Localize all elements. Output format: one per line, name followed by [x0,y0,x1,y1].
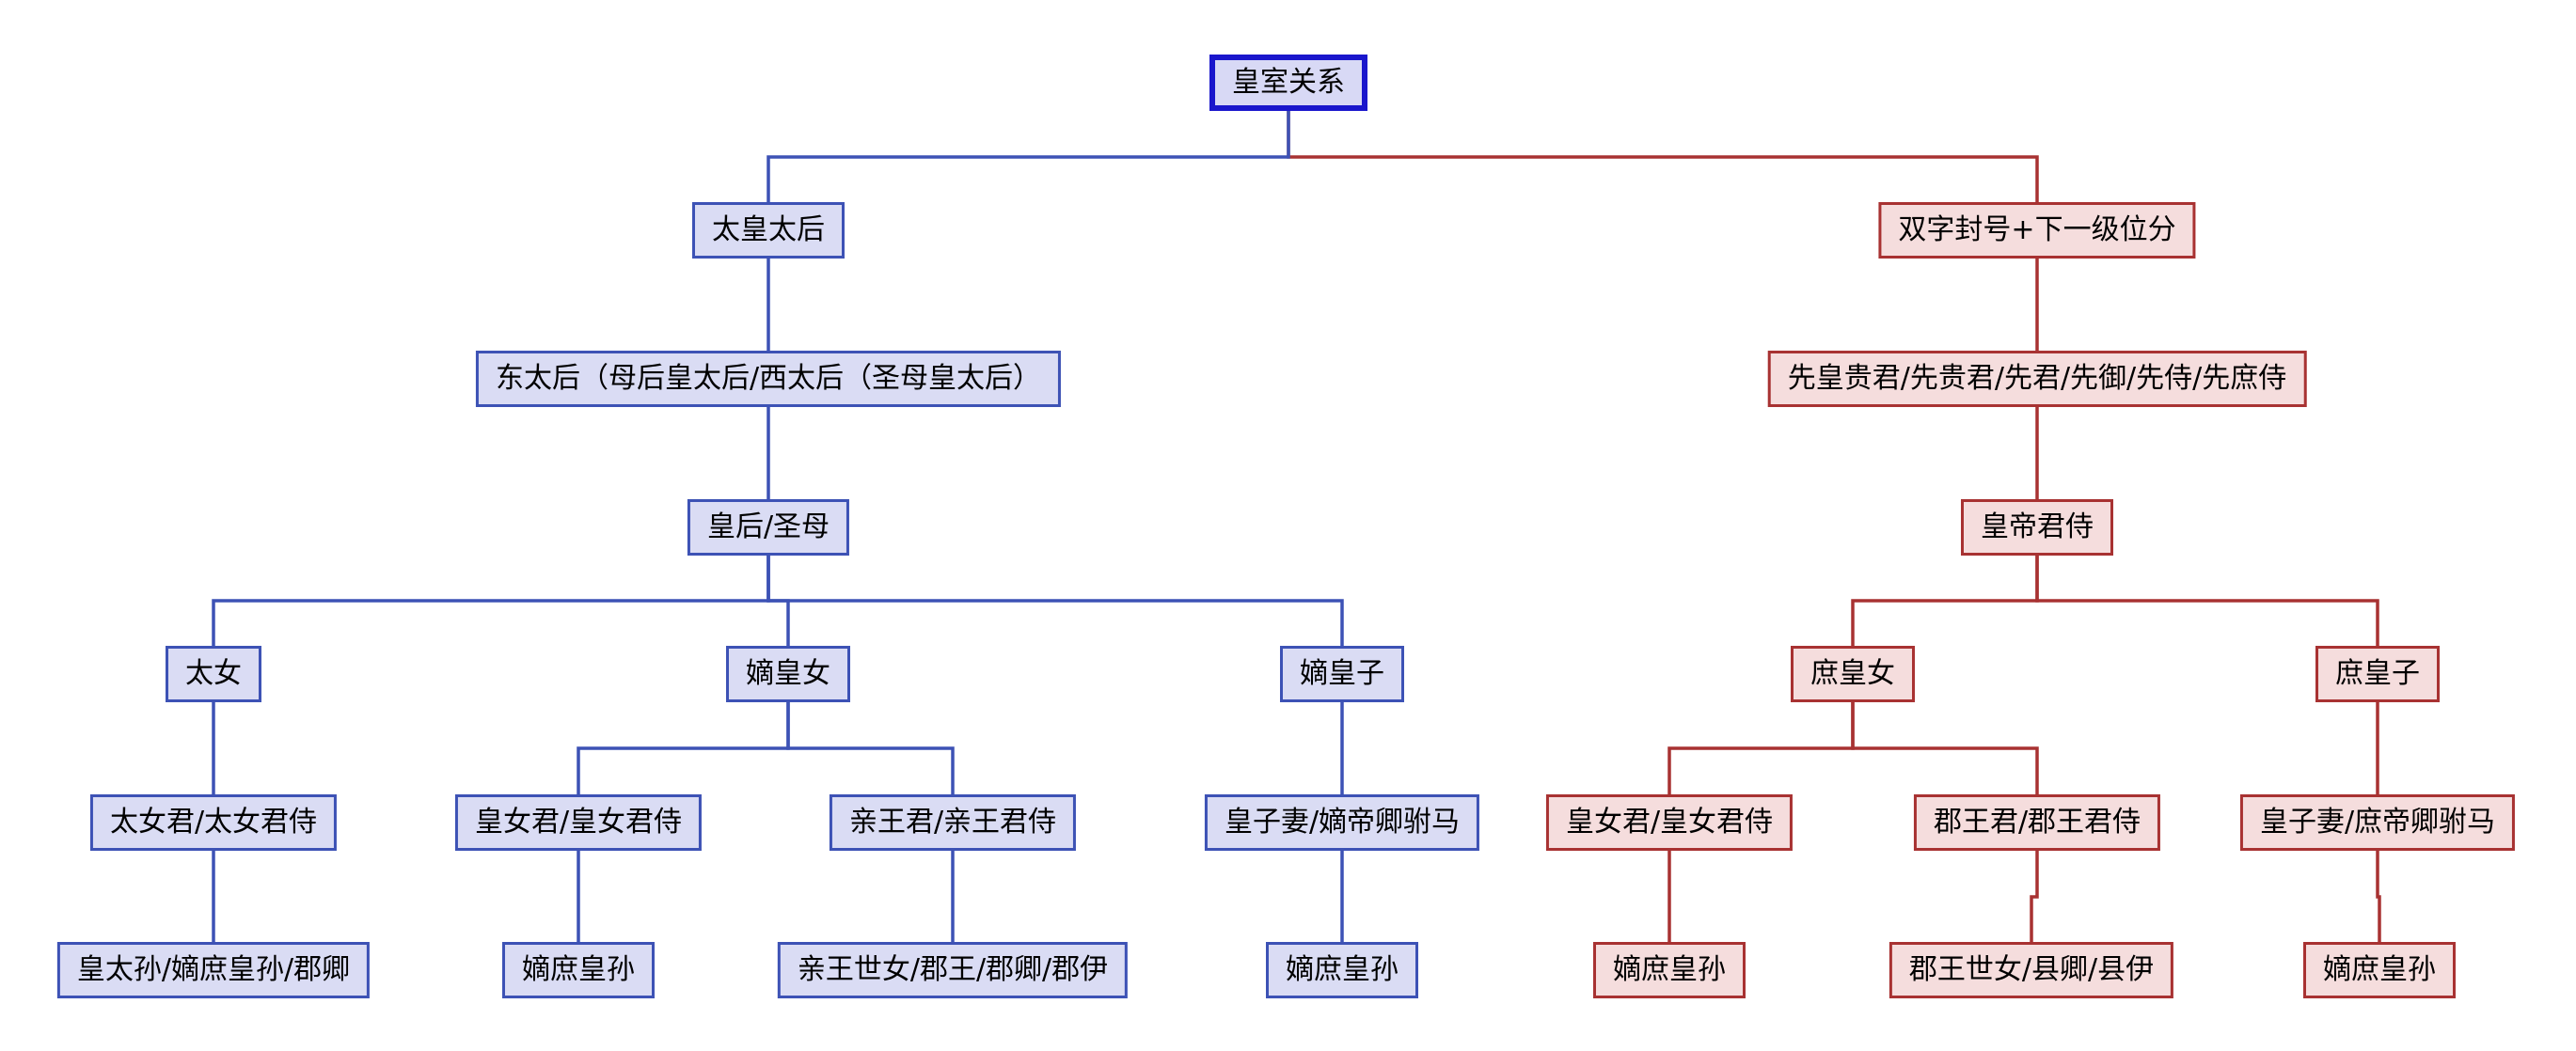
edge-huang-hou-sheng-mu--di-huang-zi [766,556,1344,646]
edge-di-huang-nv--qin-wang-jun [786,702,955,794]
tree-node-di-shu-huang-sun-1: 嫡庶皇孙 [502,942,655,998]
tree-node-qin-wang-jun: 亲王君/亲王君侍 [829,794,1077,851]
tree-node-di-huang-zi: 嫡皇子 [1280,646,1404,702]
edge-shu-huang-nv--jun-wang-jun [1851,702,2039,794]
edge-huang-di-jun-shi--shu-huang-nv [1851,556,2039,646]
tree-node-tai-nv: 太女 [166,646,261,702]
edge-di-huang-nv--huang-nv-jun-left [577,702,790,794]
tree-node-huang-zi-qi-right: 皇子妻/庶帝卿驸马 [2239,794,2516,851]
tree-node-di-shu-huang-sun-3: 嫡庶皇孙 [1593,942,1746,998]
tree-node-dong-tai-hou: 东太后（母后皇太后/西太后（圣母皇太后） [475,351,1062,407]
edge-huang-hou-sheng-mu--tai-nv [212,556,770,646]
tree-node-xian-huang-gui-jun: 先皇贵君/先贵君/先君/先御/先侍/先庶侍 [1767,351,2307,407]
tree-node-shu-huang-zi: 庶皇子 [2315,646,2440,702]
tree-node-di-shu-huang-sun-4: 嫡庶皇孙 [2303,942,2456,998]
tree-node-huang-nv-jun-right: 皇女君/皇女君侍 [1545,794,1794,851]
edge-huang-zi-qi-right--di-shu-huang-sun-4 [2376,851,2381,942]
tree-node-huang-nv-jun-left: 皇女君/皇女君侍 [454,794,703,851]
tree-node-huang-zi-qi-left: 皇子妻/嫡帝卿驸马 [1204,794,1480,851]
tree-node-qin-wang-shi-nv: 亲王世女/郡王/郡卿/郡伊 [777,942,1129,998]
edge-huangshi-guanxi--shuang-zi-feng-hao [1287,111,2039,202]
edge-huang-di-jun-shi--shu-huang-zi [2035,556,2379,646]
tree-node-shu-huang-nv: 庶皇女 [1791,646,1915,702]
tree-node-di-huang-nv: 嫡皇女 [726,646,850,702]
tree-node-jun-wang-shi-nv: 郡王世女/县卿/县伊 [1889,942,2174,998]
tree-node-huang-di-jun-shi: 皇帝君侍 [1961,499,2113,556]
edge-huangshi-guanxi--tai-huang-tai-hou [766,111,1290,202]
tree-node-tai-nv-jun: 太女君/太女君侍 [89,794,338,851]
tree-node-tai-huang-tai-hou: 太皇太后 [692,202,845,259]
tree-node-jun-wang-jun: 郡王君/郡王君侍 [1913,794,2161,851]
tree-node-huang-tai-sun: 皇太孙/嫡庶皇孙/郡卿 [56,942,371,998]
tree-node-huang-hou-sheng-mu: 皇后/圣母 [687,499,850,556]
edge-jun-wang-jun--jun-wang-shi-nv [2030,851,2039,942]
tree-node-di-shu-huang-sun-2: 嫡庶皇孙 [1266,942,1418,998]
tree-node-shuang-zi-feng-hao: 双字封号+下一级位分 [1878,202,2196,259]
edge-shu-huang-nv--huang-nv-jun-right [1667,702,1855,794]
tree-node-huangshi-guanxi: 皇室关系 [1209,55,1367,111]
